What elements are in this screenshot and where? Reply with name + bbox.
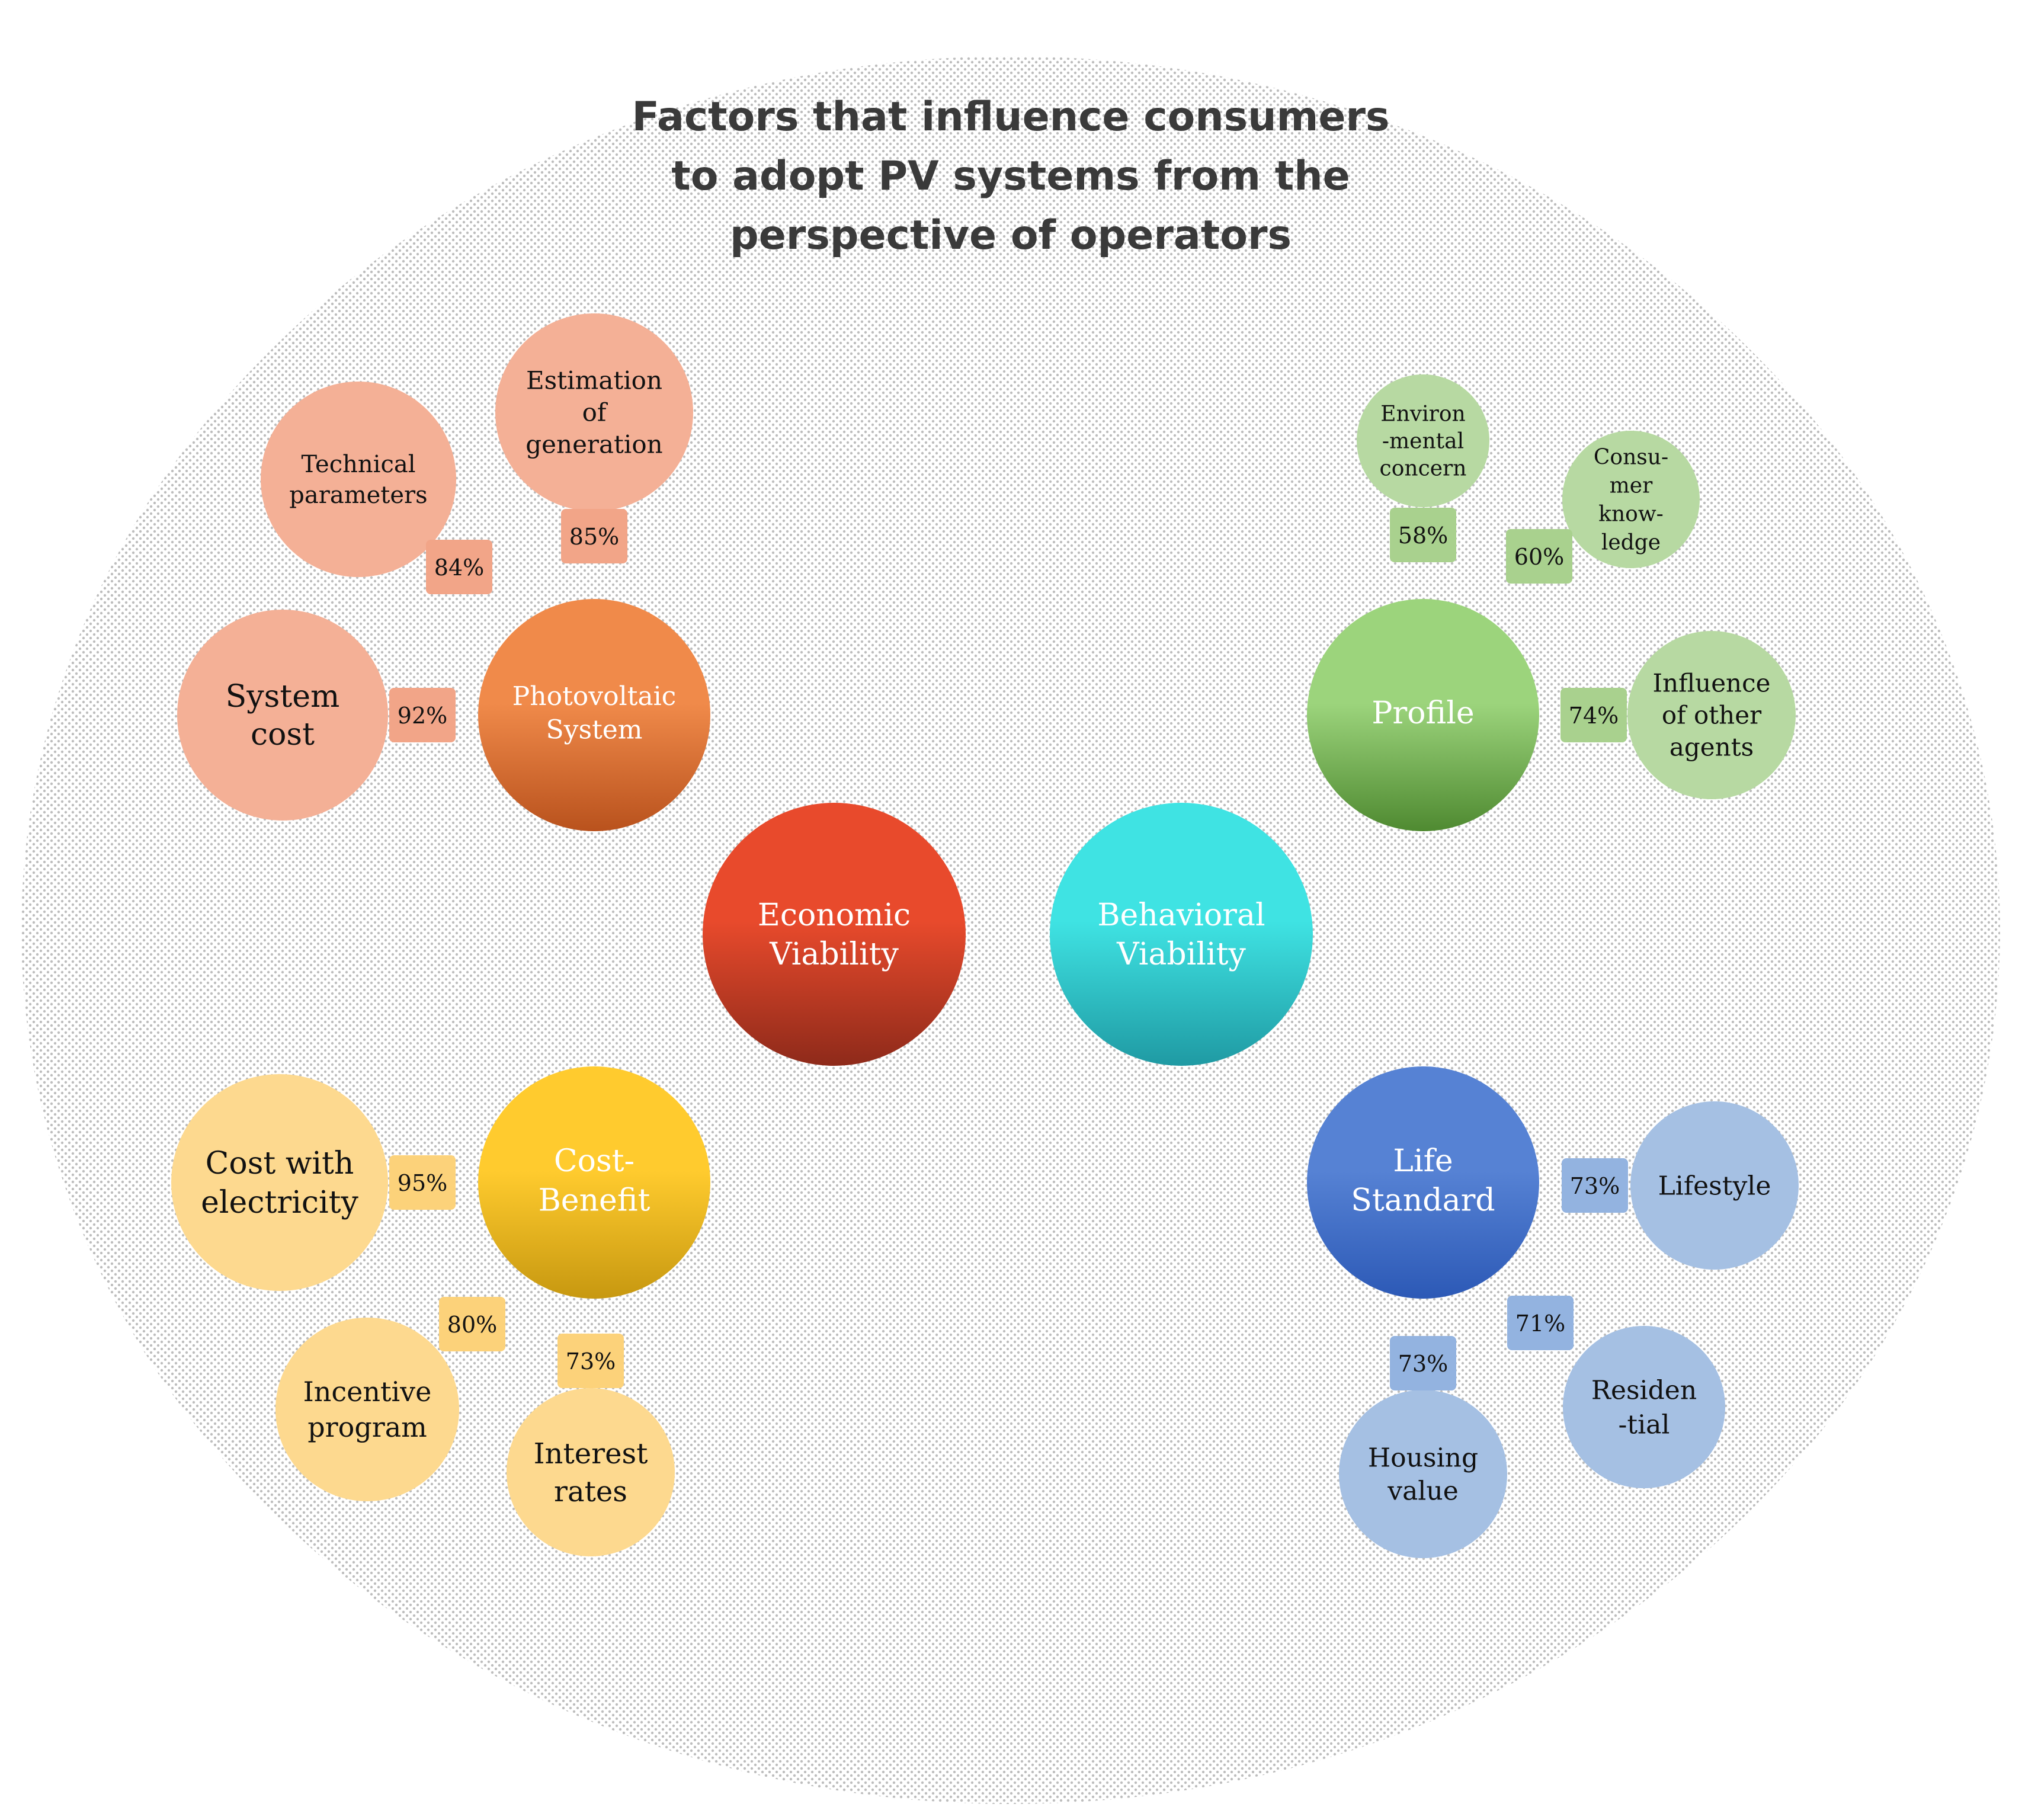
- percent-tag: [389, 688, 456, 742]
- factor-bubble: [507, 1388, 675, 1556]
- title-line: perspective of operators: [730, 212, 1292, 259]
- percent-label: 73%: [1570, 1173, 1620, 1199]
- percent-label: 73%: [1398, 1351, 1448, 1377]
- category-bubble: [478, 1066, 710, 1299]
- percent-label: 58%: [1398, 523, 1448, 549]
- hub-bubble: [1050, 803, 1313, 1066]
- percent-tag: [557, 1334, 624, 1388]
- percent-tag: [389, 1155, 456, 1210]
- percent-tag: [1506, 529, 1572, 584]
- percent-label: 74%: [1569, 703, 1619, 729]
- factor-label: Lifestyle: [1658, 1171, 1771, 1201]
- category-profile: Profile: [1307, 599, 1539, 831]
- category-bubble: [478, 599, 710, 831]
- percent-tag: [1560, 688, 1627, 742]
- percent-label: 95%: [398, 1170, 447, 1196]
- percent-tag: [439, 1297, 505, 1351]
- percent-label: 92%: [398, 703, 447, 729]
- title-line: to adopt PV systems from the: [671, 153, 1350, 200]
- category-cost_benefit: Cost-Benefit: [478, 1066, 710, 1299]
- title-line: Factors that influence consumers: [632, 94, 1389, 140]
- category-label: Profile: [1372, 696, 1474, 731]
- factor-bubble: [1339, 1390, 1507, 1558]
- percent-tag: [1390, 508, 1456, 562]
- factor-bubble: [1562, 431, 1700, 568]
- percent-tag: [1562, 1158, 1628, 1213]
- factor-bubble: [495, 313, 693, 511]
- factor-bubble: [1563, 1326, 1725, 1488]
- factor-residential: Residen-tial 71%: [1507, 1296, 1725, 1488]
- factor-bubble: [275, 1318, 459, 1501]
- factor-bubble: [1630, 1101, 1799, 1270]
- dotted-background-ellipse: [21, 56, 2000, 1804]
- factor-bubble: [1627, 631, 1796, 799]
- percent-label: 80%: [447, 1312, 497, 1338]
- factor-bubble: [1357, 374, 1489, 507]
- category-bubble: [1307, 599, 1539, 831]
- percent-label: 60%: [1514, 544, 1564, 570]
- percent-label: 71%: [1515, 1310, 1565, 1337]
- category-label: Cost-Benefit: [539, 1143, 650, 1219]
- percent-label: 84%: [434, 555, 484, 581]
- hub-bubble: [703, 803, 966, 1066]
- percent-tag: [561, 509, 627, 563]
- percent-tag: [1390, 1336, 1456, 1390]
- factor-bubble: [261, 382, 456, 577]
- percent-label: 85%: [569, 524, 619, 550]
- diagram-title: Factors that influence consumers to adopt…: [632, 94, 1389, 259]
- percent-label: 73%: [566, 1348, 616, 1374]
- percent-tag: [1507, 1296, 1574, 1350]
- factor-label: Residen-tial: [1591, 1375, 1697, 1440]
- category-bubble: [1307, 1066, 1539, 1299]
- factor-bubble: [177, 610, 388, 821]
- percent-tag: [426, 540, 492, 594]
- factor-bubble: [171, 1074, 388, 1291]
- factor-lifestyle: Lifestyle 73%: [1562, 1101, 1799, 1270]
